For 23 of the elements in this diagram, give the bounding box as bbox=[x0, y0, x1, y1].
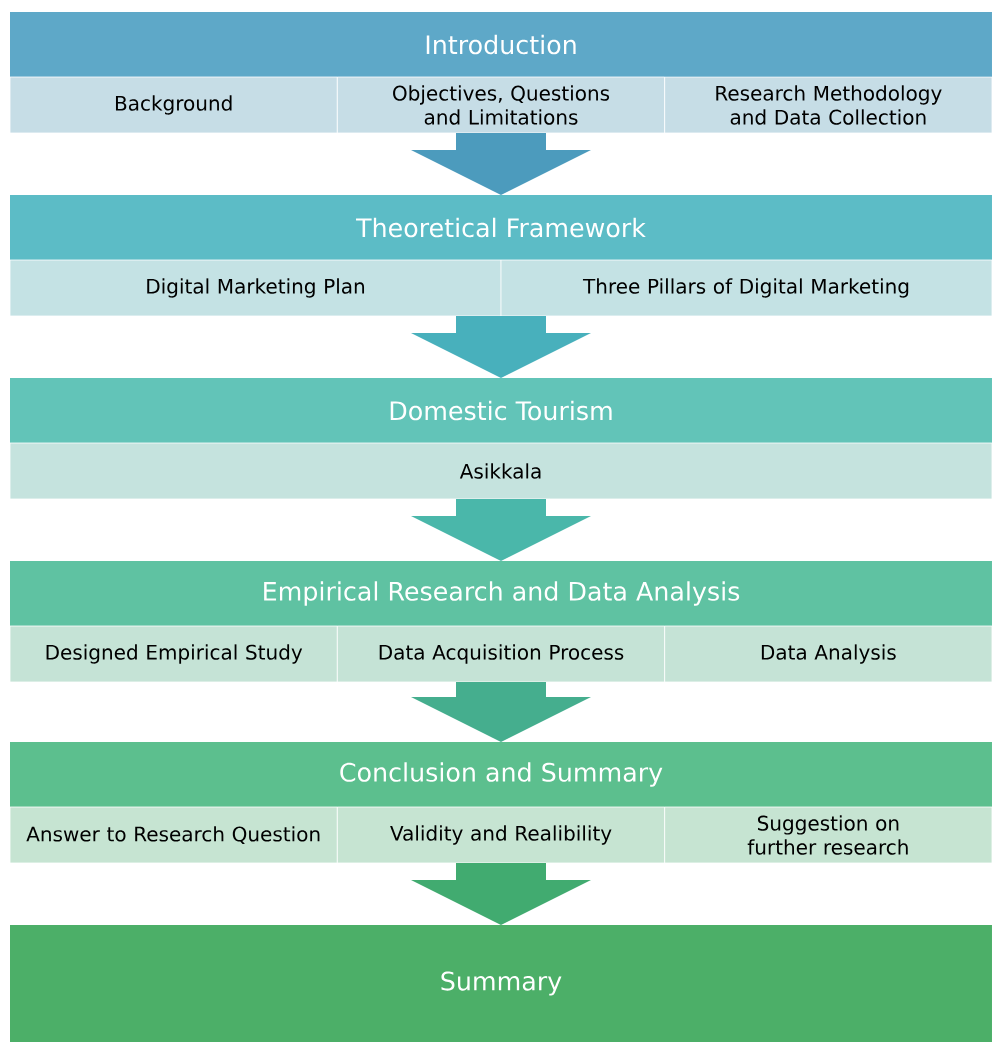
section-cell: Suggestion on further research bbox=[664, 806, 992, 864]
section-cell: Validity and Realibility bbox=[336, 806, 666, 864]
stage-header: Summary bbox=[10, 925, 992, 1042]
section-cell: Objectives, Questions and Limitations bbox=[336, 76, 666, 134]
arrow bbox=[411, 133, 591, 195]
arrow bbox=[411, 682, 591, 742]
section-cell: Data Analysis bbox=[664, 625, 992, 683]
stage-header: Theoretical Framework bbox=[10, 195, 992, 260]
section-cell: Background bbox=[9, 76, 338, 134]
section-cell: Asikkala bbox=[9, 442, 992, 500]
section-cell: Research Methodology and Data Collection bbox=[664, 76, 992, 134]
section-cell: Three Pillars of Digital Marketing bbox=[500, 259, 992, 317]
stage-header: Empirical Research and Data Analysis bbox=[10, 561, 992, 626]
arrow bbox=[411, 316, 591, 378]
stage-header: Domestic Tourism bbox=[10, 378, 992, 443]
stage-header: Introduction bbox=[10, 12, 992, 77]
section-cell: Digital Marketing Plan bbox=[9, 259, 502, 317]
arrow bbox=[411, 499, 591, 561]
section-cell: Data Acquisition Process bbox=[336, 625, 666, 683]
section-cell: Answer to Research Question bbox=[9, 806, 338, 864]
section-cell: Designed Empirical Study bbox=[9, 625, 338, 683]
arrow bbox=[411, 863, 591, 925]
stage-header: Conclusion and Summary bbox=[10, 742, 992, 807]
